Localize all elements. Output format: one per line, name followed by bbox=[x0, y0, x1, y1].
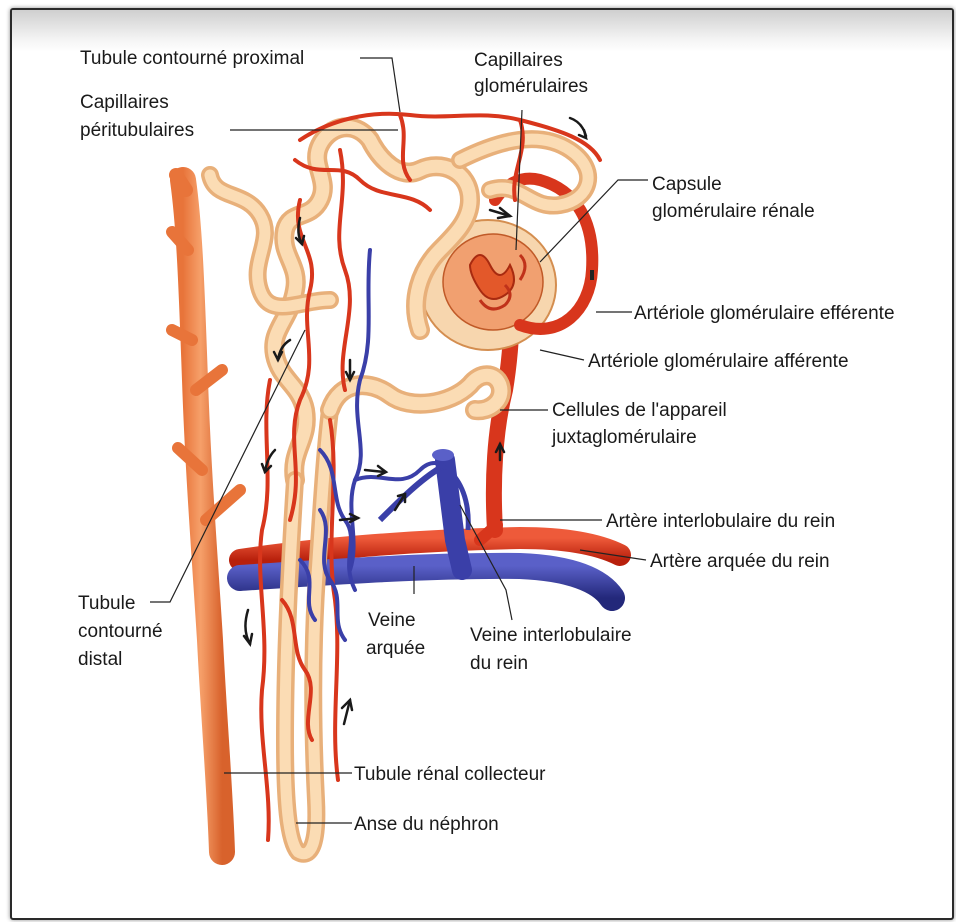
label-capillaires-peritubulaires-1: Capillaires bbox=[80, 92, 169, 113]
label-artere-arquee: Artère arquée du rein bbox=[650, 551, 830, 572]
label-tubule-distal-1: Tubule bbox=[78, 593, 135, 614]
label-veine-arquee-1: Veine bbox=[368, 610, 416, 631]
label-artere-interlobulaire: Artère interlobulaire du rein bbox=[606, 511, 835, 532]
label-arteriole-efferente: Artériole glomérulaire efférente bbox=[634, 303, 895, 324]
label-capillaires-glomerulaires-2: glomérulaires bbox=[474, 76, 588, 97]
label-cellules-2: juxtaglomérulaire bbox=[551, 427, 697, 448]
label-tubule-collecteur: Tubule rénal collecteur bbox=[354, 764, 546, 785]
label-veine-interlobulaire-1: Veine interlobulaire bbox=[470, 625, 632, 646]
label-tubule-distal-2: contourné bbox=[78, 621, 163, 642]
collecting-duct bbox=[172, 175, 240, 852]
label-capsule-1: Capsule bbox=[652, 174, 722, 195]
label-cellules-1: Cellules de l'appareil bbox=[552, 400, 727, 421]
label-arteriole-afferente: Artériole glomérulaire afférente bbox=[588, 351, 849, 372]
label-capillaires-peritubulaires-2: péritubulaires bbox=[80, 120, 194, 141]
label-anse: Anse du néphron bbox=[354, 814, 499, 835]
label-capillaires-glomerulaires-1: Capillaires bbox=[474, 50, 563, 71]
label-tubule-distal-3: distal bbox=[78, 649, 122, 670]
label-capsule-2: glomérulaire rénale bbox=[652, 201, 815, 222]
label-tubule-proximal: Tubule contourné proximal bbox=[80, 48, 304, 69]
label-veine-interlobulaire-2: du rein bbox=[470, 653, 528, 674]
label-veine-arquee-2: arquée bbox=[366, 638, 425, 659]
